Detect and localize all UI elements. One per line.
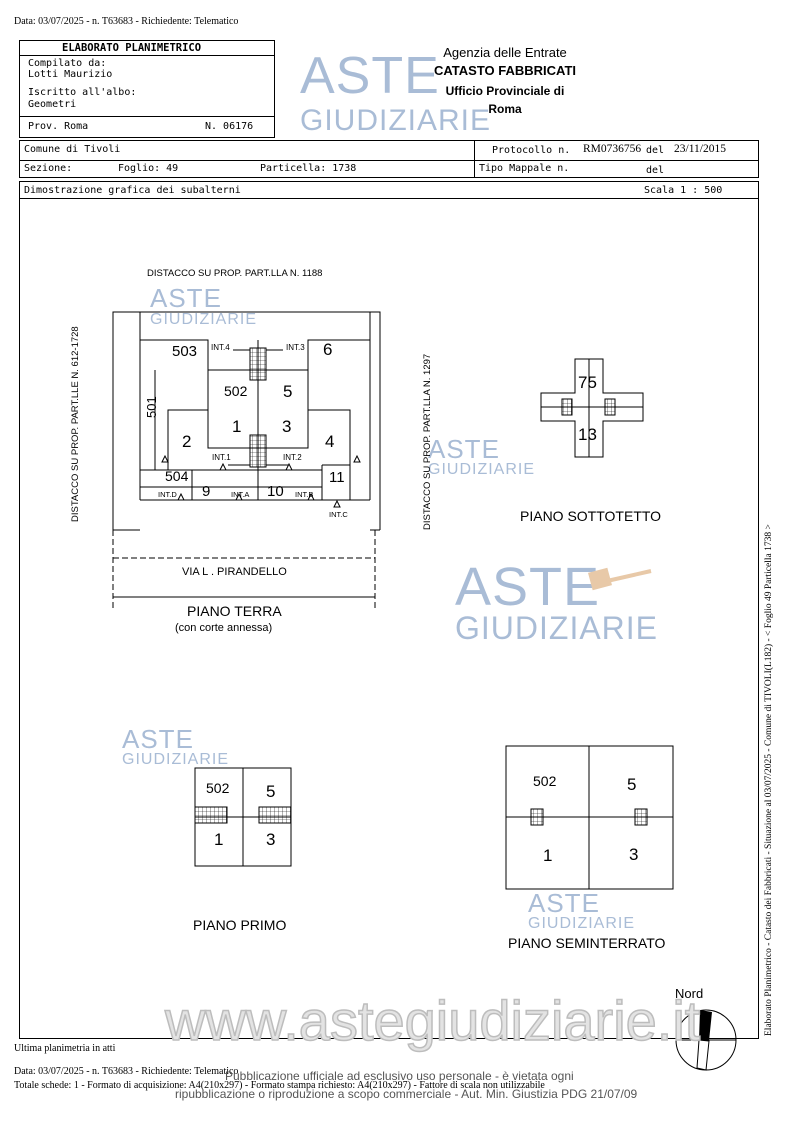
compass-icon bbox=[675, 1009, 737, 1071]
pp-aste-watermark: ASTE bbox=[122, 724, 194, 754]
mid-giudiziarie-watermark: GIUDIZIARIE bbox=[428, 461, 536, 478]
iscritto-value: Geometri bbox=[28, 99, 77, 110]
pt-unit-3: 3 bbox=[282, 417, 292, 436]
pt-unit-11: 11 bbox=[329, 469, 345, 486]
ps-giudiziarie-watermark: GIUDIZIARIE bbox=[528, 915, 636, 932]
footer-line2: Totale schede: 1 - Formato di acquisizio… bbox=[14, 1080, 545, 1091]
compilato-label: Compilato da: bbox=[28, 58, 107, 69]
ps-unit-3: 3 bbox=[629, 845, 639, 864]
agency-line2: CATASTO FABBRICATI bbox=[433, 63, 577, 78]
sottotetto-top: 75 bbox=[578, 373, 597, 392]
header-giudiziarie-watermark: GIUDIZIARIE bbox=[300, 104, 492, 137]
pt-int2: INT.2 bbox=[283, 453, 302, 462]
pt-intd: INT.D bbox=[158, 490, 177, 499]
info-box bbox=[19, 140, 759, 178]
piano-seminterrato-plan bbox=[505, 745, 674, 890]
pt-subtitle: (con corte annessa) bbox=[175, 622, 273, 634]
ps-unit-502: 502 bbox=[533, 773, 557, 789]
pt-intc: INT.C bbox=[329, 510, 348, 519]
info-col-divider bbox=[474, 140, 475, 178]
pp-unit-5: 5 bbox=[266, 782, 276, 801]
pt-int4: INT.4 bbox=[211, 343, 230, 352]
pt-title: PIANO TERRA bbox=[187, 603, 282, 619]
header-left-box bbox=[19, 40, 275, 138]
pt-unit-5: 5 bbox=[283, 382, 293, 401]
foglio: Foglio: 49 bbox=[118, 163, 179, 174]
protocollo-value: RM0736756 bbox=[583, 143, 642, 155]
pt-inta: INT.A bbox=[231, 490, 250, 499]
pt-distacco-right: DISTACCO SU PROP. PART.LLA N. 1297 bbox=[422, 353, 433, 530]
pt-unit-501: 501 bbox=[144, 396, 159, 418]
footer-pub2: ripubblicazione o riproduzione a scopo c… bbox=[175, 1087, 638, 1101]
ps-unit-5: 5 bbox=[627, 775, 637, 794]
scala: Scala 1 : 500 bbox=[644, 185, 723, 196]
pt-intb: INT.B bbox=[295, 490, 314, 499]
header-title-divider bbox=[19, 55, 275, 56]
iscritto-label: Iscritto all'albo: bbox=[28, 87, 137, 98]
comune: Comune di Tivoli bbox=[24, 144, 121, 155]
pp-title: PIANO PRIMO bbox=[193, 917, 287, 933]
pt-int3: INT.3 bbox=[286, 343, 305, 352]
pt-giudiziarie-watermark: GIUDIZIARIE bbox=[150, 311, 258, 328]
dimostrazione: Dimostrazione grafica dei subalterni bbox=[24, 185, 241, 196]
center-giudiziarie-watermark: GIUDIZIARIE bbox=[455, 610, 659, 646]
pp-unit-3: 3 bbox=[266, 830, 276, 849]
agency-line1: Agenzia delle Entrate bbox=[443, 45, 567, 60]
del1-value: 23/11/2015 bbox=[674, 143, 726, 155]
header-aste-watermark: ASTE bbox=[300, 47, 440, 105]
particella: Particella: 1738 bbox=[260, 163, 357, 174]
top-data-line: Data: 03/07/2025 - n. T63683 - Richieden… bbox=[14, 16, 239, 27]
footer-line1: Data: 03/07/2025 - n. T63683 - Richieden… bbox=[14, 1066, 239, 1077]
pt-distacco-left: DISTACCO SU PROP. PART.LLE N. 612-1728 bbox=[70, 326, 81, 522]
pp-unit-502: 502 bbox=[206, 780, 230, 796]
info-row-divider bbox=[19, 160, 759, 161]
pt-unit-503: 503 bbox=[172, 343, 198, 360]
sottotetto-title: PIANO SOTTOTETTO bbox=[520, 508, 662, 524]
del2-label: del bbox=[646, 165, 665, 176]
pp-giudiziarie-watermark: GIUDIZIARIE bbox=[122, 751, 230, 768]
side-text: Elaborato Planimetrico - Catasto dei Fab… bbox=[764, 524, 774, 1036]
protocollo-label: Protocollo n. bbox=[492, 145, 571, 156]
website-watermark: www.astegiudiziarie.it bbox=[164, 988, 701, 1053]
center-aste-watermark: ASTE bbox=[455, 557, 601, 617]
agency-line4: Roma bbox=[488, 102, 522, 116]
sottotetto-bottom: 13 bbox=[578, 425, 597, 444]
footer-pub1: Pubblicazione ufficiale ad esclusivo uso… bbox=[225, 1069, 574, 1083]
compilato-name: Lotti Maurizio bbox=[28, 69, 113, 80]
tipo-mappale: Tipo Mappale n. bbox=[479, 163, 570, 174]
drawing-frame-divider bbox=[19, 198, 759, 199]
pt-unit-9: 9 bbox=[202, 483, 211, 500]
pt-unit-2: 2 bbox=[182, 432, 192, 451]
pp-unit-1: 1 bbox=[214, 830, 224, 849]
numero: N. 06176 bbox=[205, 121, 254, 132]
pt-unit-4: 4 bbox=[325, 432, 335, 451]
piano-primo-plan bbox=[194, 767, 292, 867]
pt-distacco-top: DISTACCO SU PROP. PART.LLA N. 1188 bbox=[147, 268, 323, 279]
ps-unit-1: 1 bbox=[543, 846, 553, 865]
header-prov-divider bbox=[19, 116, 275, 117]
mid-aste-watermark: ASTE bbox=[428, 434, 500, 464]
pt-aste-watermark: ASTE bbox=[150, 283, 222, 313]
pt-via: VIA L . PIRANDELLO bbox=[182, 566, 287, 578]
gavel-icon bbox=[588, 567, 652, 591]
pt-int1: INT.1 bbox=[212, 453, 231, 462]
pt-unit-504: 504 bbox=[165, 468, 189, 484]
pt-unit-10: 10 bbox=[267, 483, 284, 500]
agency-line3: Ufficio Provinciale di bbox=[445, 84, 565, 98]
piano-terra-plan bbox=[112, 311, 381, 610]
nord-label: Nord bbox=[675, 986, 704, 1001]
del1-label: del bbox=[646, 145, 665, 156]
prov: Prov. Roma bbox=[28, 121, 89, 132]
pt-unit-6: 6 bbox=[323, 340, 333, 359]
pt-unit-1: 1 bbox=[232, 417, 242, 436]
drawing-frame bbox=[19, 181, 759, 1039]
footer-ultima: Ultima planimetria in atti bbox=[14, 1043, 116, 1054]
ps-title: PIANO SEMINTERRATO bbox=[508, 935, 666, 951]
header-title: ELABORATO PLANIMETRICO bbox=[62, 42, 202, 54]
piano-sottotetto-plan bbox=[540, 358, 644, 458]
pt-unit-502: 502 bbox=[224, 383, 248, 399]
ps-aste-watermark: ASTE bbox=[528, 888, 600, 918]
sezione: Sezione: bbox=[24, 163, 73, 174]
